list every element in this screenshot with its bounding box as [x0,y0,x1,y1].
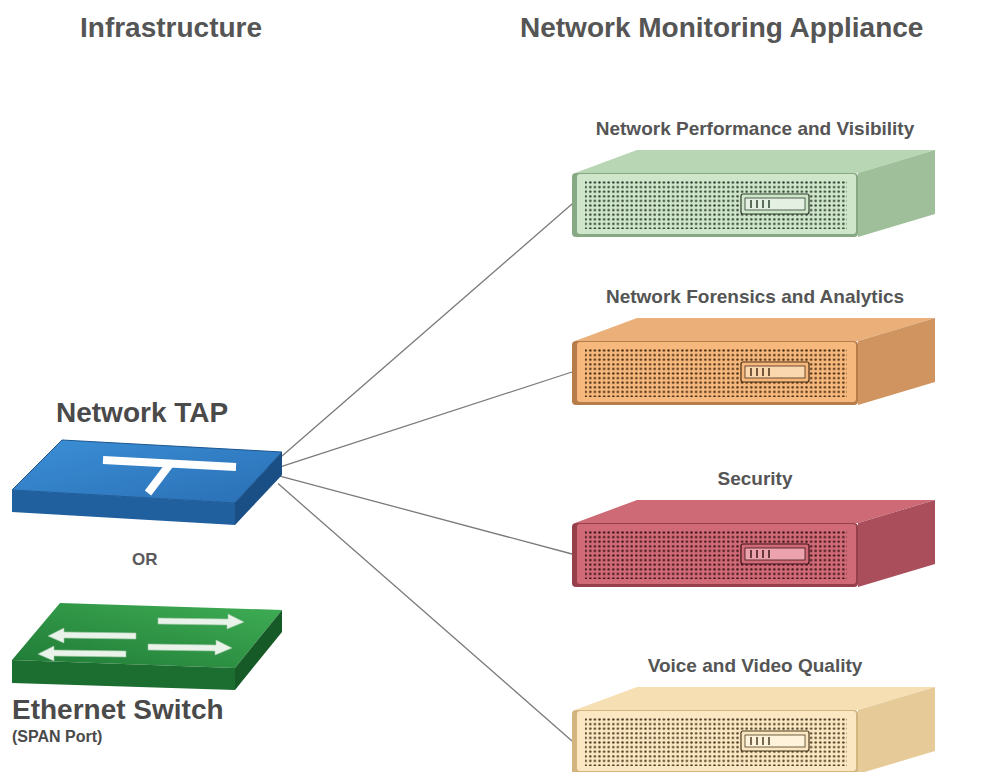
display-window [745,548,805,560]
switch-device: Ethernet Switch(SPAN Port) [8,598,296,746]
appliance-side [858,687,935,772]
connector-line [278,372,572,468]
appliance-front [577,342,856,402]
display-bar [762,550,764,558]
device-shape [565,316,937,414]
vent-holes [585,180,847,229]
device-label: Voice and Video Quality [565,655,945,678]
connector-line [278,204,572,460]
device-shape [8,430,288,528]
vent-holes [585,530,847,579]
tap-front [12,490,235,525]
display-panel [741,194,809,214]
device-shape [565,498,937,596]
appliance-box: Network Performance and Visibility [565,118,945,246]
display-bar [750,737,752,745]
device-label: Network TAP [8,396,296,430]
display-bar [762,200,764,208]
appliance-side [858,500,935,587]
tap-symbol [103,460,236,493]
appliance-front [577,711,856,771]
tap-device: Network TAP [8,396,296,528]
appliance-box: Network Forensics and Analytics [565,286,945,414]
column-heading: Network Monitoring Appliance [520,12,923,44]
display-window [745,735,805,747]
vent-holes [585,717,847,766]
appliance-front [577,174,856,234]
appliance-side [858,150,935,237]
connector-line [278,476,572,554]
appliance-front-edge [572,523,858,587]
display-bar [756,368,758,376]
column-heading: Infrastructure [80,12,262,44]
display-panel [741,731,809,751]
text-wrap: Security [565,468,945,498]
switch-arrow [38,646,126,661]
appliance-front [577,524,856,584]
switch-arrow [48,628,136,643]
display-bar [762,368,764,376]
display-bar [750,550,752,558]
tap-side [235,452,282,525]
display-bar [768,368,770,376]
display-bar [756,737,758,745]
display-window [745,198,805,210]
switch-arrow [148,640,232,655]
display-bar [756,550,758,558]
display-bar [768,200,770,208]
device-sublabel: (SPAN Port) [8,727,296,746]
connector-line [278,484,572,741]
switch-front [12,660,235,690]
appliance-front-edge [572,341,858,405]
text-wrap: Voice and Video Quality [565,655,945,685]
device-shape [8,598,288,693]
appliance-box: Voice and Video Quality [565,655,945,772]
display-bar [750,200,752,208]
text-wrap: Network Performance and Visibility [565,118,945,148]
display-bar [768,550,770,558]
vent-holes [585,348,847,397]
appliance-front-edge [572,173,858,237]
device-label: Network Performance and Visibility [565,118,945,141]
display-panel [741,362,809,382]
text-wrap: Network Forensics and Analytics [565,286,945,316]
switch-arrow [158,614,244,629]
display-bar [756,200,758,208]
device-label: Security [565,468,945,491]
display-panel [741,544,809,564]
appliance-side [858,318,935,405]
text-wrap: Network TAP [8,396,296,430]
appliance-front-edge [572,710,858,772]
device-shape [565,685,937,772]
appliance-box: Security [565,468,945,596]
device-label: Network Forensics and Analytics [565,286,945,309]
device-shape [565,148,937,246]
display-bar [768,737,770,745]
or-label: OR [132,550,158,570]
display-bar [750,368,752,376]
switch-top [12,603,282,668]
text-wrap: Ethernet Switch(SPAN Port) [8,693,296,746]
display-bar [762,737,764,745]
device-label: Ethernet Switch [8,693,296,727]
display-window [745,366,805,378]
